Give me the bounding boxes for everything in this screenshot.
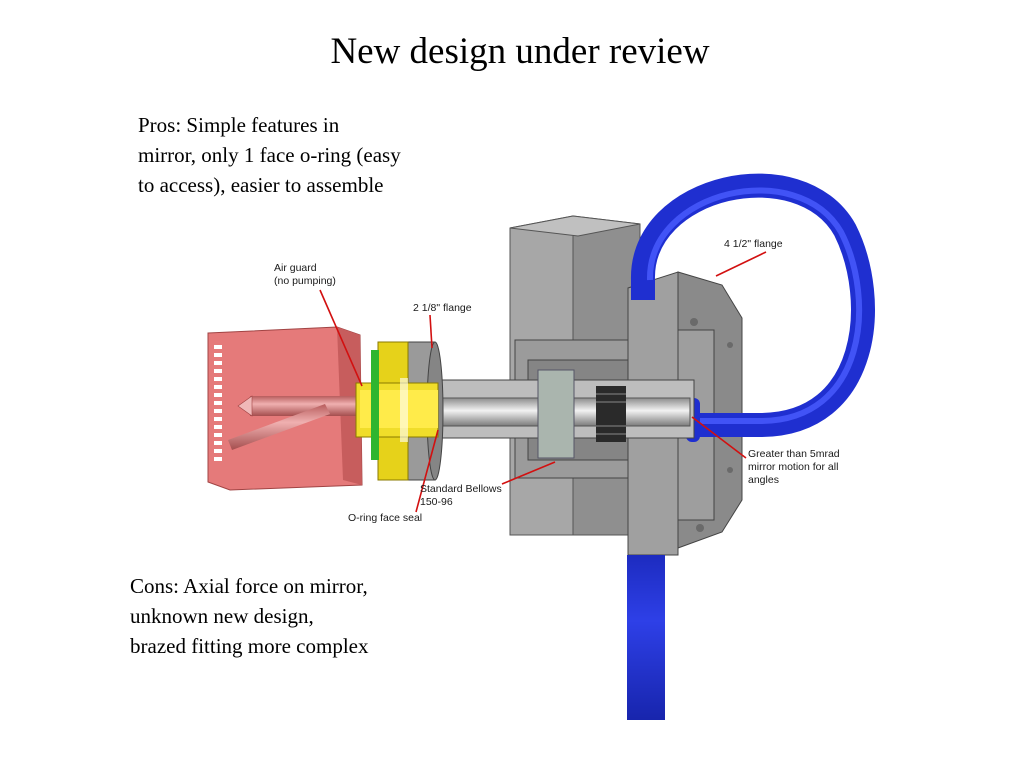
shaft (431, 369, 695, 459)
callout-bellows: Standard Bellows 150-96 (420, 483, 502, 508)
callout-air-guard-line-1: Air guard (274, 262, 317, 274)
callout-motion-line-3: angles (748, 474, 779, 486)
callout-bellows-line-2: 150-96 (420, 496, 453, 508)
mirror-block (207, 326, 363, 491)
callout-motion-line-1: Greater than 5mrad (748, 448, 840, 460)
callout-air-guard: Air guard (no pumping) (274, 262, 336, 287)
pros-text: Pros: Simple features in mirror, only 1 … (138, 113, 401, 197)
callout-motion-line-2: mirror motion for all (748, 461, 838, 473)
air-guard (355, 341, 439, 481)
callout-oring: O-ring face seal (348, 512, 422, 524)
blue-cooling-tube (627, 173, 875, 720)
callout-bellows-line-1: Standard Bellows (420, 483, 502, 495)
callout-small-flange: 2 1/8" flange (413, 302, 472, 314)
callout-large-flange: 4 1/2" flange (724, 238, 783, 250)
slide-title: New design under review (330, 31, 710, 72)
leader-lines (319, 251, 767, 513)
cons-text: Cons: Axial force on mirror, unknown new… (130, 574, 369, 658)
callout-air-guard-line-2: (no pumping) (274, 275, 336, 287)
callout-motion: Greater than 5mrad mirror motion for all… (748, 448, 840, 486)
